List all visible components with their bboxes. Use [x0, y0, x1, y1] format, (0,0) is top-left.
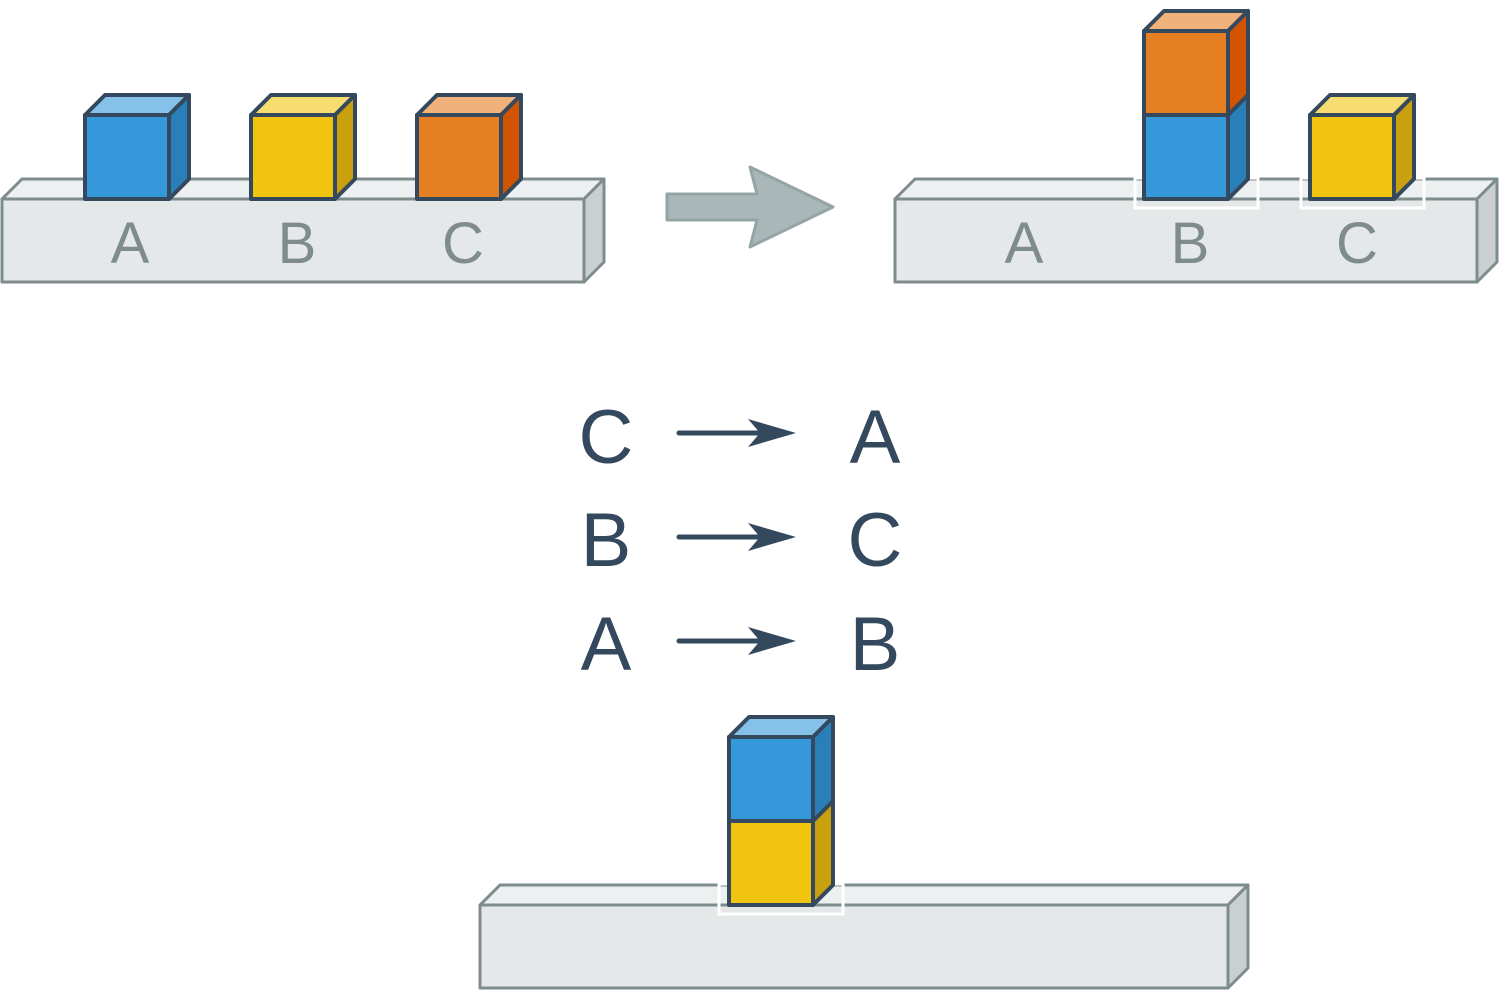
blue-cube-front — [1142, 113, 1230, 201]
after-slot-label-a: A — [1005, 211, 1044, 276]
result-shelf — [478, 882, 1250, 990]
result-cube-blue — [727, 715, 835, 823]
mapping-arrow-icon — [676, 523, 796, 551]
orange-cube-front — [415, 113, 503, 201]
transition-arrow-icon — [665, 165, 835, 249]
after-shelf: A B C — [893, 176, 1499, 284]
result-shelf-top — [478, 883, 1250, 907]
result-shelf-front — [478, 903, 1230, 990]
before-shelf-side — [582, 177, 606, 284]
orange-cube-front — [1142, 29, 1230, 117]
mapping-from-2: B — [581, 498, 632, 583]
mapping-arrow-icon — [676, 419, 796, 447]
after-slot-label-c: C — [1336, 211, 1378, 276]
mapping-from-3: A — [581, 602, 632, 687]
yellow-cube-side — [333, 93, 357, 201]
mapping-to-3: B — [850, 602, 901, 687]
yellow-cube-front — [1308, 113, 1396, 201]
blue-cube-side — [167, 93, 191, 201]
before-cube-c-orange — [415, 93, 523, 201]
mapping-arrow-icon — [676, 627, 796, 655]
yellow-cube-front — [727, 819, 815, 907]
mapping-from-1: C — [579, 395, 634, 480]
orange-cube-side — [1226, 9, 1250, 117]
after-cube-b-orange — [1142, 9, 1250, 117]
yellow-cube-front — [249, 113, 337, 201]
before-cube-b-yellow — [249, 93, 357, 201]
blue-cube-front — [83, 113, 171, 201]
orange-cube-side — [499, 93, 523, 201]
result-shelf-side — [1226, 883, 1250, 990]
before-slot-label-a: A — [111, 211, 150, 276]
before-slot-label-b: B — [278, 211, 317, 276]
after-shelf-side — [1475, 177, 1499, 284]
blue-cube-side — [811, 715, 835, 823]
cube-layer — [83, 9, 1416, 907]
before-shelf-front — [0, 197, 586, 284]
before-cube-a-blue — [83, 93, 191, 201]
blue-cube-front — [727, 735, 815, 823]
yellow-cube-side — [1392, 93, 1416, 201]
after-shelf-front — [893, 197, 1479, 284]
mapping-to-1: A — [850, 395, 901, 480]
after-slot-label-b: B — [1171, 211, 1210, 276]
before-slot-label-c: C — [442, 211, 484, 276]
after-cube-c-yellow — [1308, 93, 1416, 201]
mapping-to-2: C — [848, 498, 903, 583]
mapping-table: C A B C A B — [579, 395, 903, 687]
